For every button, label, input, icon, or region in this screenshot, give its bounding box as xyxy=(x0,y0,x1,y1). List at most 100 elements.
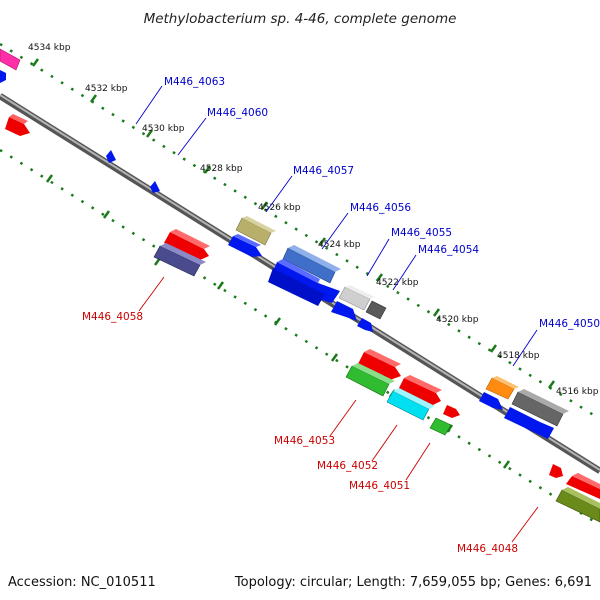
gene-arrow-edge-red-top xyxy=(9,114,28,124)
gene-arrow-4048-small xyxy=(549,464,563,478)
gene-box-khaki-top xyxy=(242,216,276,233)
leader-4048 xyxy=(511,506,539,543)
gene-arrow-4053-red xyxy=(358,352,401,380)
upper-scale-track xyxy=(0,42,600,421)
forward-leader-lines xyxy=(135,85,538,367)
scale-label: 4532 kbp xyxy=(85,84,128,94)
lower-tick xyxy=(216,281,225,290)
leader-4054 xyxy=(392,254,417,291)
gene-arrow-4051-red xyxy=(443,405,460,418)
leader-4052 xyxy=(371,424,398,462)
leader-4051 xyxy=(405,442,431,481)
scale-label: 4524 kbp xyxy=(318,240,361,250)
gene-arrow-4052-red-top xyxy=(404,375,442,393)
topology-text: Topology: circular; Length: 7,659,055 bp… xyxy=(234,575,592,590)
gene-box-4048-olive-top xyxy=(562,487,600,509)
reverse-leader-lines xyxy=(138,276,539,543)
gene-arrow-4053-red-top xyxy=(364,349,401,367)
scale-label: 4520 kbp xyxy=(436,315,479,325)
scale-label: 4534 kbp xyxy=(28,43,71,53)
forward-strand-genes xyxy=(0,48,569,439)
leader-4056 xyxy=(321,212,349,250)
gene-arrow-4060 xyxy=(150,181,160,193)
gene-box-lightgray xyxy=(338,286,371,311)
gene-label-4058: M446_4058 xyxy=(82,311,143,323)
upper-major-ticks xyxy=(31,58,556,389)
upper-tick xyxy=(318,237,327,246)
upper-tick xyxy=(145,129,154,138)
gene-arrow-4058-red-top xyxy=(170,229,210,249)
gene-box-orange xyxy=(485,377,515,400)
upper-tick xyxy=(375,273,384,282)
gene-label-4053: M446_4053 xyxy=(274,435,335,447)
scale-label: 4530 kbp xyxy=(142,124,185,134)
gene-box-4053-green-top xyxy=(352,363,395,384)
lower-tick xyxy=(45,174,54,183)
gene-arrow-4055 xyxy=(331,301,357,321)
gene-arrow-edge-blue xyxy=(0,70,6,83)
lower-tick xyxy=(330,353,339,362)
upper-tick xyxy=(203,165,212,174)
gene-arrow-4052-red xyxy=(398,378,441,406)
gene-arrow-4048-red xyxy=(566,476,600,499)
scale-label: 4518 kbp xyxy=(497,351,540,361)
gene-box-4053-green xyxy=(345,365,390,397)
gene-label-4050: M446_4050 xyxy=(539,318,600,330)
gene-box-4051-green xyxy=(429,417,452,436)
map-title: Methylobacterium sp. 4-46, complete geno… xyxy=(144,11,457,27)
gene-arrow-4058-red xyxy=(164,232,209,260)
upper-tick xyxy=(547,380,556,389)
gene-arrow-edge-red xyxy=(5,117,30,136)
upper-tick xyxy=(260,201,269,210)
upper-tick xyxy=(489,344,498,353)
gene-box-lightgray-top xyxy=(345,285,375,299)
reverse-strand-genes xyxy=(5,114,600,523)
lower-scale-dots xyxy=(0,148,600,527)
gene-label-4056: M446_4056 xyxy=(350,202,411,214)
gene-box-steelblue-top xyxy=(288,245,341,272)
scale-label: 4528 kbp xyxy=(200,164,243,174)
leader-4055 xyxy=(366,238,390,277)
gene-label-4051: M446_4051 xyxy=(349,480,410,492)
lower-tick xyxy=(102,210,111,219)
lower-tick xyxy=(273,317,282,326)
gene-label-4060: M446_4060 xyxy=(207,107,268,119)
leader-4058 xyxy=(138,276,165,312)
scale-label: 4516 kbp xyxy=(556,387,599,397)
gene-arrow-4050 xyxy=(479,392,503,410)
reverse-gene-labels: M446_4058 M446_4053 M446_4052 M446_4051 … xyxy=(82,311,518,555)
leader-4060 xyxy=(177,117,207,156)
lower-scale-track xyxy=(0,148,600,527)
gene-box-4058-slate-top xyxy=(160,243,206,265)
gene-label-4054: M446_4054 xyxy=(418,244,479,256)
leader-4057 xyxy=(265,175,293,213)
forward-gene-labels: M446_4063 M446_4060 M446_4057 M446_4056 … xyxy=(164,76,600,330)
gene-arrow-4056-top xyxy=(277,259,320,283)
gene-arrow-4057 xyxy=(228,236,262,257)
leader-4053 xyxy=(329,399,357,437)
gene-arrow-4056 xyxy=(271,262,340,303)
accession-text: Accession: NC_010511 xyxy=(8,575,156,590)
lower-tick xyxy=(502,460,511,469)
gene-label-4055: M446_4055 xyxy=(391,227,452,239)
gene-label-4052: M446_4052 xyxy=(317,460,378,472)
gene-arrow-long xyxy=(268,268,325,306)
gene-label-4057: M446_4057 xyxy=(293,165,354,177)
upper-tick xyxy=(432,308,441,317)
gene-arrow-4057-top xyxy=(233,234,261,247)
gene-arrow-4048-red-top xyxy=(572,473,600,489)
gene-box-darkgray xyxy=(365,300,387,320)
gene-box-gray-top xyxy=(518,389,569,414)
upper-tick xyxy=(31,58,40,67)
gene-label-4048: M446_4048 xyxy=(457,543,518,555)
scale-label: 4526 kbp xyxy=(258,203,301,213)
gene-label-4063: M446_4063 xyxy=(164,76,225,88)
leader-4063 xyxy=(135,85,163,125)
gene-box-orange-top xyxy=(492,376,519,389)
gene-box-4052-cyan-top xyxy=(393,388,435,409)
gene-arrow-4063 xyxy=(106,150,116,163)
upper-tick xyxy=(89,94,98,103)
leader-4050 xyxy=(512,329,538,367)
upper-scale-dots xyxy=(0,42,600,421)
